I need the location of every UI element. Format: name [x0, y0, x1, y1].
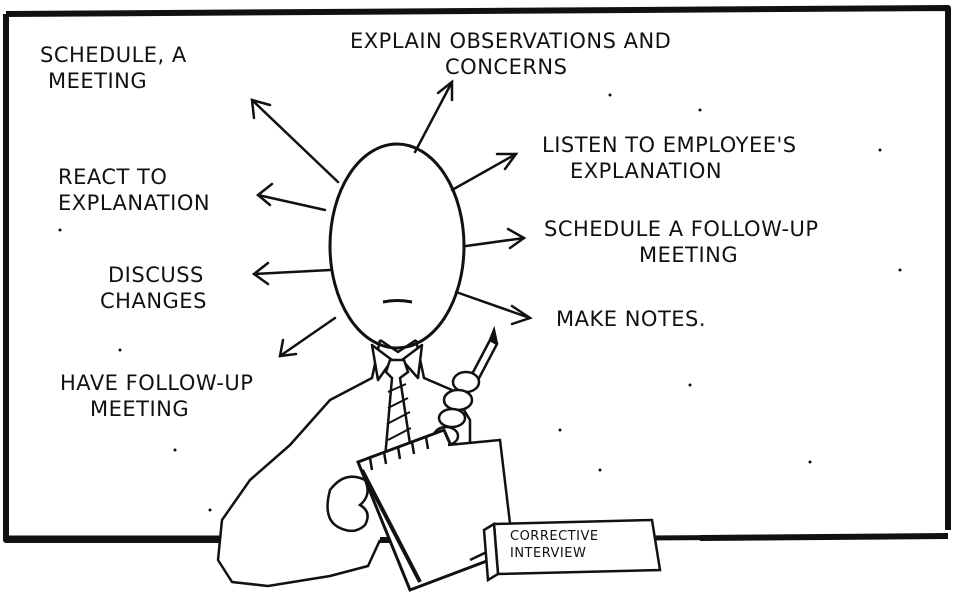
label-schedule-followup: SCHEDULE A FOLLOW-UP MEETING: [544, 216, 819, 268]
arrow-discuss: [252, 268, 332, 276]
label-explain-observations: EXPLAIN OBSERVATIONS AND CONCERNS: [350, 28, 671, 80]
arrow-have-followup: [278, 316, 337, 358]
label-react-explanation: REACT TO EXPLANATION: [58, 164, 210, 216]
label-line: EXPLANATION: [58, 191, 211, 215]
arrow-have-followup-head: [278, 338, 298, 358]
arrow-make-notes: [454, 290, 532, 320]
corrective-interview-tag: [482, 518, 662, 583]
paper-specks: [58, 93, 902, 512]
tag-line: INTERVIEW: [510, 546, 587, 561]
arrow-listen-head: [495, 152, 519, 171]
head-oval: [328, 142, 466, 350]
arrow-explain: [413, 80, 454, 154]
arrow-explain-head: [436, 79, 454, 102]
label-line: CHANGES: [100, 289, 207, 313]
label-discuss-changes: DISCUSS CHANGES: [100, 262, 207, 314]
arrow-discuss-head: [251, 261, 270, 286]
tag-label: CORRECTIVE INTERVIEW: [510, 528, 599, 562]
arrow-schedule-meeting-head: [250, 98, 272, 120]
arrow-schedule-followup: [464, 236, 526, 248]
label-schedule-meeting: SCHEDULE, A MEETING: [40, 42, 187, 94]
right-hand: [432, 370, 481, 447]
arrow-react: [256, 193, 327, 212]
tag-line: CORRECTIVE: [510, 529, 599, 544]
mouth: [382, 299, 413, 304]
left-hand: [326, 475, 369, 533]
label-listen-explanation: LISTEN TO EMPLOYEE'S EXPLANATION: [542, 132, 797, 184]
arrows: [250, 79, 533, 358]
collar: [370, 343, 394, 382]
label-line: SCHEDULE, A: [40, 43, 187, 67]
label-line: MEETING: [639, 243, 739, 267]
label-line: LISTEN TO EMPLOYEE'S: [542, 133, 797, 157]
label-line: MAKE NOTES.: [556, 307, 707, 331]
label-line: MEETING: [90, 397, 190, 421]
arrow-schedule-meeting: [250, 98, 340, 184]
arrow-schedule-followup-head: [506, 227, 527, 250]
arrow-react-head: [256, 182, 274, 207]
board-bottom-edge: [6, 533, 949, 541]
label-line: DISCUSS: [108, 263, 204, 287]
label-line: EXPLAIN OBSERVATIONS AND: [350, 29, 672, 53]
arrow-listen: [450, 152, 518, 192]
arrow-make-notes-head: [510, 304, 533, 326]
collar-right: [400, 343, 424, 380]
label-make-notes: MAKE NOTES.: [556, 306, 706, 332]
label-have-followup: HAVE FOLLOW-UP MEETING: [60, 370, 253, 422]
label-line: REACT TO: [58, 165, 168, 189]
label-line: CONCERNS: [445, 55, 568, 79]
label-line: MEETING: [48, 69, 148, 93]
label-line: SCHEDULE A FOLLOW-UP: [544, 217, 819, 241]
label-line: HAVE FOLLOW-UP: [60, 371, 254, 395]
label-line: EXPLANATION: [570, 159, 723, 183]
